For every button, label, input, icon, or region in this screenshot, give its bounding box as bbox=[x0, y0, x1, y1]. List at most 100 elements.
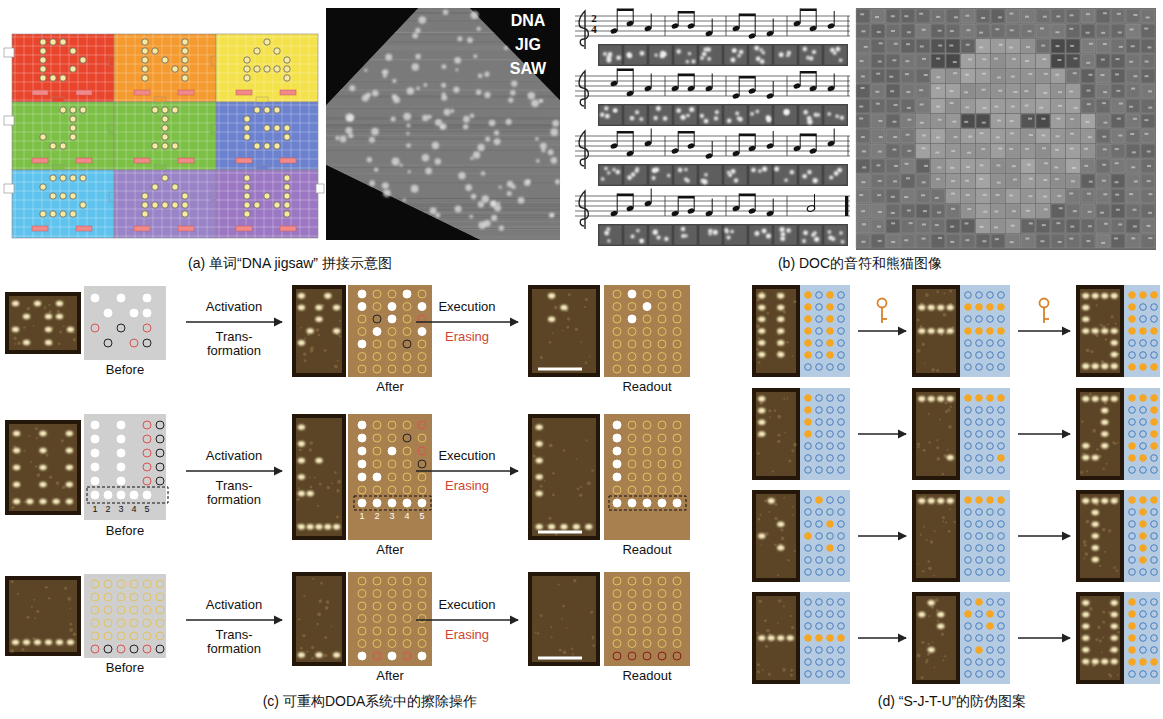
staple-dot bbox=[264, 143, 270, 149]
afm-spot bbox=[345, 127, 352, 134]
state-dot bbox=[91, 421, 99, 429]
mosaic-mark bbox=[920, 45, 924, 47]
mosaic-tile bbox=[856, 69, 870, 83]
mosaic-tile bbox=[1081, 9, 1095, 23]
state-dot bbox=[403, 602, 411, 610]
grid-line bbox=[216, 64, 318, 65]
afm-texture bbox=[324, 636, 327, 639]
mosaic-mark bbox=[1056, 45, 1060, 47]
mosaic-mark bbox=[906, 91, 910, 93]
afm-spot bbox=[333, 305, 340, 311]
mosaic-mark bbox=[1115, 148, 1119, 150]
state-dot bbox=[358, 365, 366, 373]
afm-spot bbox=[807, 116, 812, 121]
state-dot bbox=[613, 473, 621, 481]
note-stem bbox=[651, 189, 652, 204]
mosaic-tile bbox=[886, 189, 900, 203]
state-dot bbox=[143, 477, 151, 485]
afm-spot bbox=[45, 639, 52, 645]
state-dot bbox=[388, 434, 396, 442]
afm-spot bbox=[385, 54, 392, 61]
state-dot bbox=[388, 627, 396, 635]
staple-dot bbox=[40, 48, 46, 54]
dot-panel bbox=[604, 285, 690, 377]
mosaic-tile bbox=[976, 84, 990, 98]
mosaic-mark bbox=[923, 210, 927, 212]
origami-frame bbox=[296, 576, 342, 662]
staple-dot bbox=[162, 107, 168, 113]
mosaic-mark bbox=[1043, 92, 1047, 94]
grid-line bbox=[114, 141, 216, 142]
mosaic-mark bbox=[936, 137, 940, 139]
state-dot bbox=[418, 499, 426, 507]
mosaic-tile bbox=[1036, 219, 1050, 233]
mosaic-mark bbox=[1102, 180, 1106, 182]
mosaic-mark bbox=[1131, 237, 1135, 239]
afm-spot bbox=[803, 47, 807, 51]
afm-spot bbox=[435, 213, 440, 218]
afm-texture bbox=[21, 648, 24, 651]
afm-spot bbox=[835, 115, 839, 119]
afm-spot bbox=[813, 231, 817, 235]
staple-dot bbox=[284, 211, 290, 217]
mosaic-mark bbox=[1102, 102, 1106, 104]
state-dot bbox=[91, 606, 99, 614]
mosaic-tile bbox=[1051, 189, 1065, 203]
state-dot bbox=[628, 447, 636, 455]
afm-spot bbox=[656, 236, 660, 240]
mosaic-tile bbox=[961, 159, 975, 173]
mosaic-tile bbox=[1021, 129, 1035, 143]
afm-spot bbox=[307, 491, 314, 497]
mosaic-mark bbox=[1026, 46, 1030, 48]
mosaic-mark bbox=[922, 238, 926, 240]
grid-line bbox=[228, 170, 229, 238]
afm-texture bbox=[44, 306, 46, 308]
staple-dot bbox=[152, 184, 158, 190]
state-dot bbox=[143, 463, 151, 471]
grid-line bbox=[12, 227, 114, 228]
mosaic-tile bbox=[1051, 234, 1065, 248]
state-dot bbox=[658, 434, 666, 442]
staple-dot bbox=[142, 48, 148, 54]
staple-dot bbox=[182, 66, 188, 72]
afm-spot bbox=[490, 200, 497, 207]
mosaic-tile bbox=[1051, 24, 1065, 38]
mosaic-tile bbox=[1096, 54, 1110, 68]
mosaic-mark bbox=[921, 147, 925, 149]
mosaic-mark bbox=[924, 74, 928, 76]
mosaic-tile bbox=[976, 99, 990, 113]
mosaic-mark bbox=[1028, 118, 1032, 120]
mosaic-mark bbox=[1115, 194, 1119, 196]
state-dot bbox=[373, 473, 381, 481]
state-dot bbox=[373, 590, 381, 598]
mosaic-tile bbox=[886, 39, 900, 53]
note-beam bbox=[739, 134, 755, 137]
mosaic-tile bbox=[1006, 144, 1020, 158]
afm-texture bbox=[303, 595, 305, 597]
state-dot bbox=[388, 615, 396, 623]
treble-clef bbox=[579, 71, 588, 109]
state-dot bbox=[418, 303, 426, 311]
grid-line bbox=[216, 114, 318, 115]
mosaic-mark bbox=[1133, 225, 1137, 227]
mosaic-mark bbox=[919, 13, 923, 15]
grid-line bbox=[126, 34, 127, 102]
afm-background bbox=[326, 8, 560, 240]
afm-texture bbox=[33, 599, 35, 601]
afm-spot bbox=[39, 499, 46, 505]
mosaic-tile bbox=[856, 144, 870, 158]
mosaic-mark bbox=[1103, 122, 1107, 124]
afm-tile bbox=[674, 165, 697, 185]
mosaic-tile bbox=[1141, 129, 1155, 143]
mosaic-mark bbox=[1009, 148, 1013, 150]
mosaic-tile bbox=[946, 129, 960, 143]
mosaic-mark bbox=[1131, 88, 1135, 90]
mosaic-mark bbox=[1073, 57, 1077, 59]
marker-bar bbox=[134, 226, 150, 231]
state-dot bbox=[130, 606, 138, 614]
mosaic-tile bbox=[991, 99, 1005, 113]
afm-spot bbox=[600, 112, 604, 116]
grid-line bbox=[117, 170, 118, 238]
bar-line bbox=[726, 16, 727, 36]
mosaic-tile bbox=[961, 204, 975, 218]
